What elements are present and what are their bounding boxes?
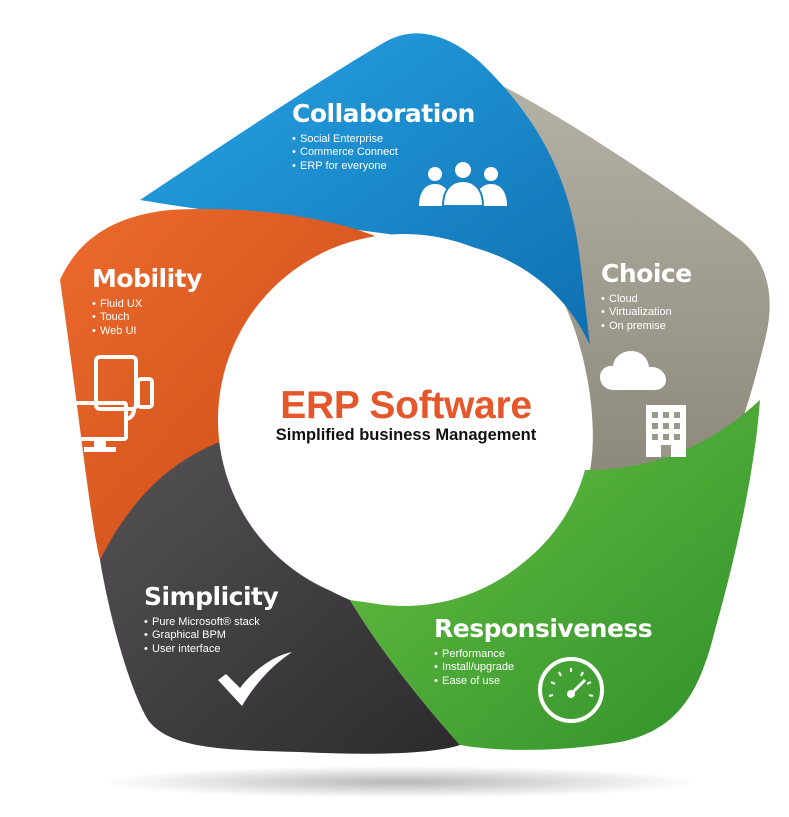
segment-collaboration-shape bbox=[140, 33, 590, 345]
list-item: On premise bbox=[601, 320, 692, 334]
segment-collaboration: Collaboration Social Enterprise Commerce… bbox=[292, 100, 475, 173]
drop-shadow bbox=[100, 766, 700, 798]
segment-responsiveness: Responsiveness Performance Install/upgra… bbox=[434, 614, 653, 689]
list-item: User interface bbox=[144, 643, 278, 657]
list-item: Cloud bbox=[601, 293, 692, 307]
simplicity-title: Simplicity bbox=[144, 582, 279, 611]
list-item: Web UI bbox=[92, 325, 202, 339]
segment-choice: Choice Cloud Virtualization On premise bbox=[601, 260, 692, 333]
list-item: Commerce Connect bbox=[292, 146, 475, 160]
checkmark-icon bbox=[218, 652, 292, 706]
center-label: ERP Software Simplified business Managem… bbox=[226, 386, 586, 445]
speedometer-icon bbox=[538, 657, 604, 723]
mobility-title: Mobility bbox=[92, 264, 202, 293]
simplicity-list: Pure Microsoft® stack Graphical BPM User… bbox=[144, 616, 278, 657]
responsiveness-list: Performance Install/upgrade Ease of use bbox=[434, 648, 652, 689]
segment-mobility: Mobility Fluid UX Touch Web UI bbox=[92, 265, 202, 338]
devices-icon bbox=[72, 355, 154, 452]
collaboration-list: Social Enterprise Commerce Connect ERP f… bbox=[292, 133, 475, 174]
people-group-icon bbox=[419, 160, 507, 206]
cloud-icon bbox=[600, 351, 666, 390]
list-item: Performance bbox=[434, 648, 652, 662]
segment-simplicity: Simplicity Pure Microsoft® stack Graphic… bbox=[144, 582, 279, 657]
center-circle bbox=[218, 234, 590, 606]
list-item: Ease of use bbox=[434, 675, 652, 689]
choice-list: Cloud Virtualization On premise bbox=[601, 293, 692, 334]
list-item: Fluid UX bbox=[92, 298, 202, 312]
center-title: ERP Software bbox=[280, 384, 532, 427]
mobility-list: Fluid UX Touch Web UI bbox=[92, 298, 202, 339]
list-item: Virtualization bbox=[601, 306, 692, 320]
choice-title: Choice bbox=[601, 259, 692, 288]
center-subtitle: Simplified business Management bbox=[275, 426, 537, 444]
list-item: Install/upgrade bbox=[434, 661, 652, 675]
list-item: Graphical BPM bbox=[144, 629, 278, 643]
list-item: ERP for everyone bbox=[292, 160, 475, 174]
building-icon bbox=[646, 405, 686, 457]
list-item: Touch bbox=[92, 311, 202, 325]
collaboration-title: Collaboration bbox=[292, 99, 475, 128]
segment-simplicity-shape bbox=[100, 440, 460, 754]
list-item: Social Enterprise bbox=[292, 133, 475, 147]
list-item: Pure Microsoft® stack bbox=[144, 616, 278, 630]
responsiveness-title: Responsiveness bbox=[434, 614, 653, 643]
